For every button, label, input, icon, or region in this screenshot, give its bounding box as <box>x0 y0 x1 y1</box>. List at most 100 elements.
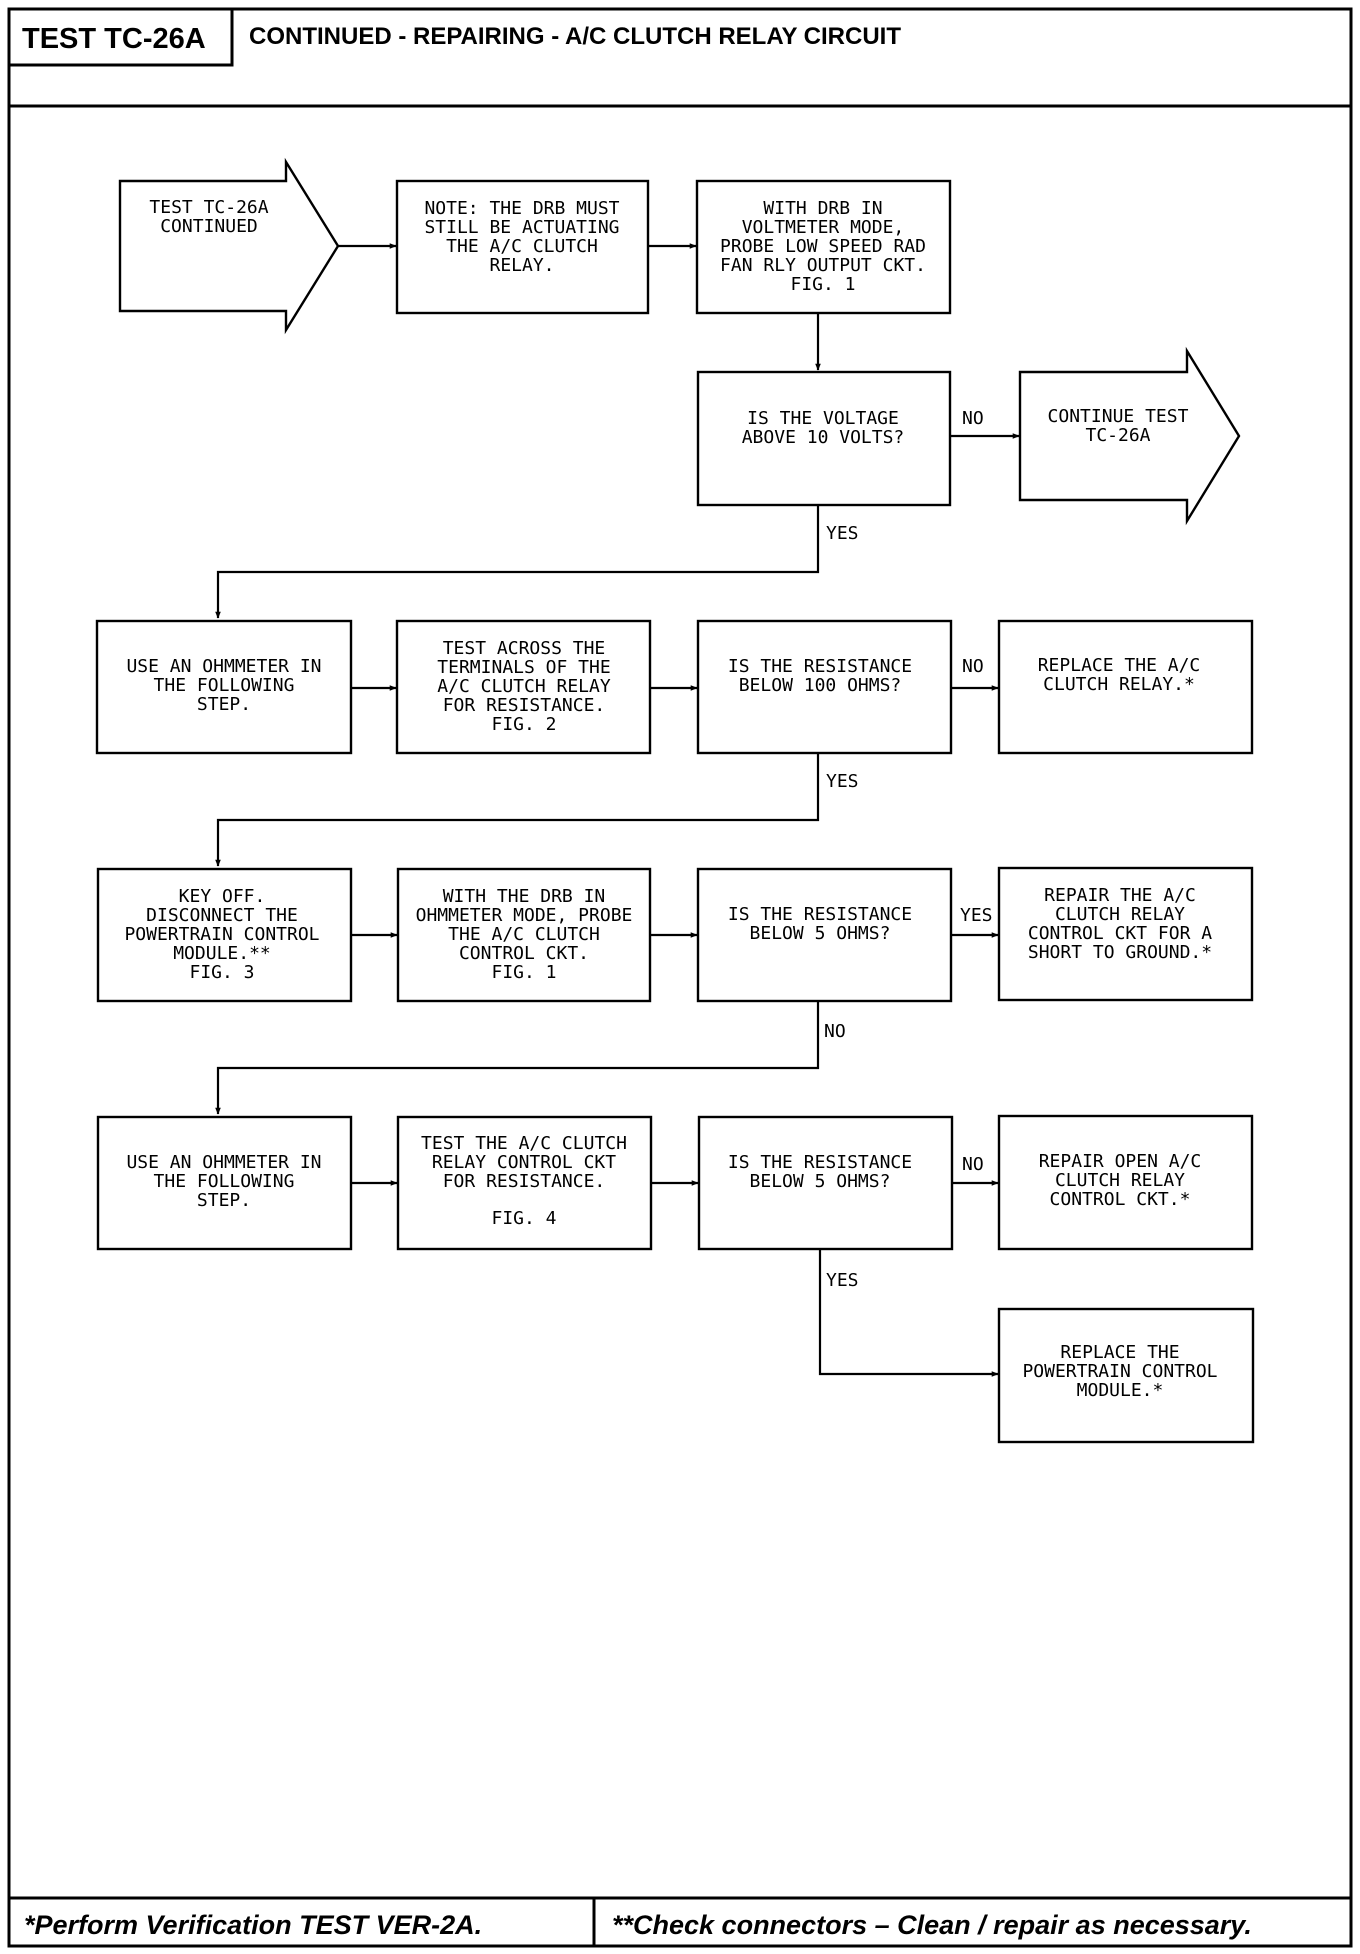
label-res100-no: NO <box>962 656 984 677</box>
repair-open-box <box>997 1114 1254 1251</box>
test-control-ckt-line: RELAY CONTROL CKT <box>432 1152 616 1173</box>
start-line: CONTINUED <box>160 216 258 237</box>
q-res-100-line: IS THE RESISTANCE <box>728 656 912 677</box>
test-id-box <box>7 7 234 67</box>
page-title: CONTINUED - REPAIRING - A/C CLUTCH RELAY… <box>249 23 901 50</box>
repair-open-line: CLUTCH RELAY <box>1055 1170 1185 1191</box>
note-line: STILL BE ACTUATING <box>424 217 619 238</box>
q-voltage-line: ABOVE 10 VOLTS? <box>742 427 905 448</box>
label-res5b-no: NO <box>962 1154 984 1175</box>
continue-test-line: TC-26A <box>1085 425 1150 446</box>
ohmmeter-2-box <box>96 1115 353 1251</box>
key-off-line: POWERTRAIN CONTROL <box>124 924 319 945</box>
test-control-ckt-line: FOR RESISTANCE. <box>443 1171 606 1192</box>
q-res-5a-line: IS THE RESISTANCE <box>728 904 912 925</box>
replace-pcm-line: MODULE.* <box>1077 1380 1164 1401</box>
node-test-control-fig: FIG. 4 <box>491 1208 556 1229</box>
q-res-5a-line: BELOW 5 OHMS? <box>750 923 891 944</box>
edge-qres5b-yes <box>818 1249 999 1377</box>
test-terminals-line: TEST ACROSS THE <box>443 638 606 659</box>
ohmmeter-2-line: USE AN OHMMETER IN <box>126 1152 321 1173</box>
edge-qres100-yes <box>215 753 820 867</box>
probe-control-line: FIG. 1 <box>491 962 556 983</box>
test-id: TEST TC-26A <box>22 23 206 55</box>
ohmmeter-1-line: THE FOLLOWING <box>154 675 295 696</box>
key-off-line: KEY OFF. <box>179 886 266 907</box>
probe-control-line: CONTROL CKT. <box>459 943 589 964</box>
continue-test-line: CONTINUE TEST <box>1048 406 1189 427</box>
label-res100-yes: YES <box>826 771 859 792</box>
replace-pcm-line: POWERTRAIN CONTROL <box>1022 1361 1217 1382</box>
key-off-line: MODULE.** <box>173 943 271 964</box>
replace-pcm-line: REPLACE THE <box>1060 1342 1179 1363</box>
q-voltage-line: IS THE VOLTAGE <box>747 408 899 429</box>
probe-low-speed-box <box>695 179 952 315</box>
test-terminals-line: FOR RESISTANCE. <box>443 695 606 716</box>
probe-low-speed-line: FIG. 1 <box>790 274 855 295</box>
test-terminals-line: FIG. 2 <box>491 714 556 735</box>
ohmmeter-2-line: STEP. <box>197 1190 251 1211</box>
label-voltage-no: NO <box>962 408 984 429</box>
note-line: NOTE: THE DRB MUST <box>424 198 619 219</box>
note-line: THE A/C CLUTCH <box>446 236 598 257</box>
repair-short-line: REPAIR THE A/C <box>1044 885 1196 906</box>
repair-short-line: CLUTCH RELAY <box>1055 904 1185 925</box>
probe-control-line: OHMMETER MODE, PROBE <box>416 905 633 926</box>
start-line: TEST TC-26A <box>149 197 268 218</box>
edge-qres5a-no <box>215 1001 820 1115</box>
repair-short-box <box>997 866 1254 1002</box>
edge-qvoltage-yes <box>215 505 820 619</box>
page-frame <box>7 7 1353 1948</box>
test-terminals-line: A/C CLUTCH RELAY <box>437 676 611 697</box>
ohmmeter-1-line: USE AN OHMMETER IN <box>126 656 321 677</box>
key-off-line: DISCONNECT THE <box>146 905 298 926</box>
ohmmeter-2-line: THE FOLLOWING <box>154 1171 295 1192</box>
q-res-100-box <box>696 619 953 755</box>
continue-test-arrow-shape <box>1018 346 1241 526</box>
probe-low-speed-line: PROBE LOW SPEED RAD <box>720 236 926 257</box>
repair-short-line: CONTROL CKT FOR A <box>1028 923 1212 944</box>
probe-low-speed-line: VOLTMETER MODE, <box>742 217 905 238</box>
q-res-100-line: BELOW 100 OHMS? <box>739 675 902 696</box>
q-voltage-box <box>696 370 952 507</box>
test-terminals-box <box>395 619 652 755</box>
q-res-5b-line: BELOW 5 OHMS? <box>750 1171 891 1192</box>
replace-pcm-box <box>997 1307 1255 1444</box>
test-control-ckt-line: TEST THE A/C CLUTCH <box>421 1133 627 1154</box>
replace-relay-line: REPLACE THE A/C <box>1038 655 1201 676</box>
test-terminals-line: TERMINALS OF THE <box>437 657 610 678</box>
footer-left-note: *Perform Verification TEST VER-2A. <box>24 1910 482 1940</box>
probe-low-speed-line: FAN RLY OUTPUT CKT. <box>720 255 926 276</box>
test-control-ckt-box <box>396 1115 653 1251</box>
label-res5a-no: NO <box>824 1021 846 1042</box>
note-box <box>395 179 650 315</box>
key-off-box <box>96 867 353 1003</box>
probe-control-line: THE A/C CLUTCH <box>448 924 600 945</box>
label-res5a-yes: YES <box>960 905 993 926</box>
replace-relay-line: CLUTCH RELAY.* <box>1043 674 1195 695</box>
start-arrow-shape <box>118 157 340 335</box>
q-res-5b-line: IS THE RESISTANCE <box>728 1152 912 1173</box>
key-off-line: FIG. 3 <box>189 962 254 983</box>
repair-open-line: CONTROL CKT.* <box>1050 1189 1191 1210</box>
footer-right-note: **Check connectors – Clean / repair as n… <box>612 1910 1252 1940</box>
